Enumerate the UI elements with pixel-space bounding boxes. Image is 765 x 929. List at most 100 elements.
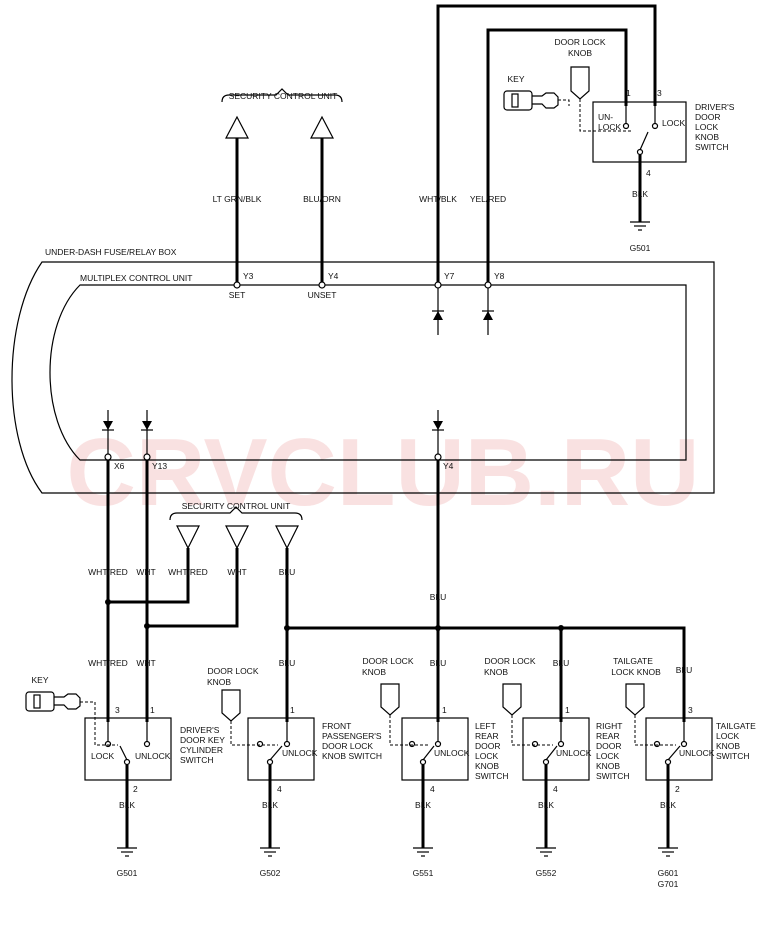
security-mid-label: SECURITY CONTROL UNIT bbox=[182, 501, 291, 511]
rr-pivot bbox=[542, 758, 550, 766]
key-label-top: KEY bbox=[507, 74, 524, 84]
knob-label-lr-a: DOOR LOCK bbox=[362, 656, 413, 666]
drv-knob-lock: LOCK bbox=[662, 118, 685, 128]
fp-switch-box bbox=[247, 717, 315, 781]
rr-name-6: SWITCH bbox=[596, 771, 630, 781]
tg-blade bbox=[667, 745, 681, 761]
rr-switch-box bbox=[522, 717, 590, 781]
fp-contact-a bbox=[256, 740, 264, 748]
wire-wht-sec bbox=[147, 548, 239, 628]
connector-x6: X6 bbox=[114, 461, 125, 471]
drv-knob-name-1: DRIVER'S bbox=[695, 102, 735, 112]
fp-pin4: 4 bbox=[277, 784, 282, 794]
rr-contact-b bbox=[557, 740, 565, 748]
drv-key-pin2: 2 bbox=[133, 784, 138, 794]
lr-pivot bbox=[419, 758, 427, 766]
tg-pin2: 2 bbox=[675, 784, 680, 794]
rr-name-5: KNOB bbox=[596, 761, 620, 771]
tg-pivot bbox=[664, 758, 672, 766]
security-mid-arrow-2 bbox=[225, 525, 249, 550]
wire-label-lt-grn-blk: LT GRN/BLK bbox=[213, 194, 262, 204]
knob-label-fp-a: DOOR LOCK bbox=[207, 666, 258, 676]
ground-icon bbox=[536, 847, 556, 857]
ground-icon bbox=[658, 847, 678, 857]
fp-contact-b bbox=[283, 740, 291, 748]
lr-name-3: DOOR bbox=[475, 741, 501, 751]
security-top-arrow-2 bbox=[310, 115, 334, 139]
key-icon bbox=[503, 90, 559, 111]
knob-label-top-a: DOOR LOCK bbox=[554, 37, 605, 47]
drv-knob-unlock-b: LOCK bbox=[598, 122, 621, 132]
key-icon bbox=[25, 691, 81, 712]
multiplex-label: MULTIPLEX CONTROL UNIT bbox=[80, 273, 192, 283]
ground-icon bbox=[260, 847, 280, 857]
wire-label-blk-4: BLK bbox=[538, 800, 554, 810]
connector-y13: Y13 bbox=[152, 461, 167, 471]
tg-name-1: TAILGATE bbox=[716, 721, 756, 731]
rr-unlock: UNLOCK bbox=[556, 748, 592, 758]
diode-icon-y8 bbox=[482, 288, 494, 335]
wire-label-wht-red-3: WHT/RED bbox=[88, 658, 128, 668]
fp-name-1: FRONT bbox=[322, 721, 351, 731]
drv-knob-switch-box bbox=[592, 101, 687, 163]
wire-yel-red bbox=[486, 28, 628, 285]
diode-icon-y7 bbox=[432, 288, 444, 335]
drv-knob-pin1: 1 bbox=[626, 88, 631, 98]
tg-name-3: KNOB bbox=[716, 741, 740, 751]
wire-label-blu-rr: BLU bbox=[553, 658, 570, 668]
wire-label-blu-sec: BLU bbox=[279, 567, 296, 577]
fp-pin1: 1 bbox=[290, 705, 295, 715]
knob-tg-linkage bbox=[634, 715, 676, 746]
knob-label-rr-a: DOOR LOCK bbox=[484, 656, 535, 666]
wire-label-wht-red-1: WHT/RED bbox=[88, 567, 128, 577]
wire-label-blu-fp: BLU bbox=[279, 658, 296, 668]
multiplex-outline bbox=[49, 284, 687, 461]
drv-key-lock: LOCK bbox=[91, 751, 114, 761]
knob-label-rr-b: KNOB bbox=[484, 667, 508, 677]
drv-knob-pin3: 3 bbox=[657, 88, 662, 98]
security-mid-arrow-1 bbox=[176, 525, 200, 550]
fp-pivot bbox=[266, 758, 274, 766]
ground-g552: G552 bbox=[536, 868, 557, 878]
wire-label-wht-2: WHT bbox=[227, 567, 246, 577]
key-top-linkage bbox=[558, 99, 570, 106]
connector-pins-top bbox=[233, 281, 492, 289]
tg-contact-a bbox=[653, 740, 661, 748]
drv-knob-name-3: LOCK bbox=[695, 122, 718, 132]
connector-y4-bottom: Y4 bbox=[443, 461, 454, 471]
drv-knob-contact-3 bbox=[651, 122, 659, 130]
rr-pin4: 4 bbox=[553, 784, 558, 794]
security-top-arrow-1 bbox=[225, 115, 249, 139]
watermark: CRVCLUB.RU bbox=[67, 419, 700, 526]
pin-set-label: SET bbox=[229, 290, 246, 300]
drv-key-pin3: 3 bbox=[115, 705, 120, 715]
lr-contact-a bbox=[408, 740, 416, 748]
knob-tg-icon bbox=[625, 683, 645, 716]
fp-name-4: KNOB SWITCH bbox=[322, 751, 382, 761]
fuse-box-label: UNDER-DASH FUSE/RELAY BOX bbox=[45, 247, 177, 257]
connector-y4-top: Y4 bbox=[328, 271, 339, 281]
lr-contact-b bbox=[434, 740, 442, 748]
ground-g501: G501 bbox=[117, 868, 138, 878]
wire-label-wht-1: WHT bbox=[136, 567, 155, 577]
wire-label-yel-red: YEL/RED bbox=[470, 194, 506, 204]
knob-lr-icon bbox=[380, 683, 400, 716]
wire-label-blu-lr: BLU bbox=[430, 658, 447, 668]
rr-name-4: LOCK bbox=[596, 751, 619, 761]
wire-label-wht-blk: WHT/BLK bbox=[419, 194, 457, 204]
connector-y8: Y8 bbox=[494, 271, 505, 281]
security-top-brace bbox=[221, 88, 343, 103]
drv-knob-contact-1 bbox=[622, 122, 630, 130]
ground-g701: G701 bbox=[658, 879, 679, 889]
drv-key-contact-1 bbox=[143, 740, 151, 748]
wire-blu-bus bbox=[287, 626, 686, 722]
fp-name-3: DOOR LOCK bbox=[322, 741, 373, 751]
tg-contact-b bbox=[680, 740, 688, 748]
drv-key-name-1: DRIVER'S bbox=[180, 725, 220, 735]
knob-label-fp-b: KNOB bbox=[207, 677, 231, 687]
wire-label-blu-y4: BLU bbox=[430, 592, 447, 602]
drv-key-unlock: UNLOCK bbox=[135, 751, 171, 761]
wire-label-blk-drv: BLK bbox=[632, 189, 648, 199]
wire-label-wht-red-2: WHT/RED bbox=[168, 567, 208, 577]
lr-switch-box bbox=[401, 717, 469, 781]
